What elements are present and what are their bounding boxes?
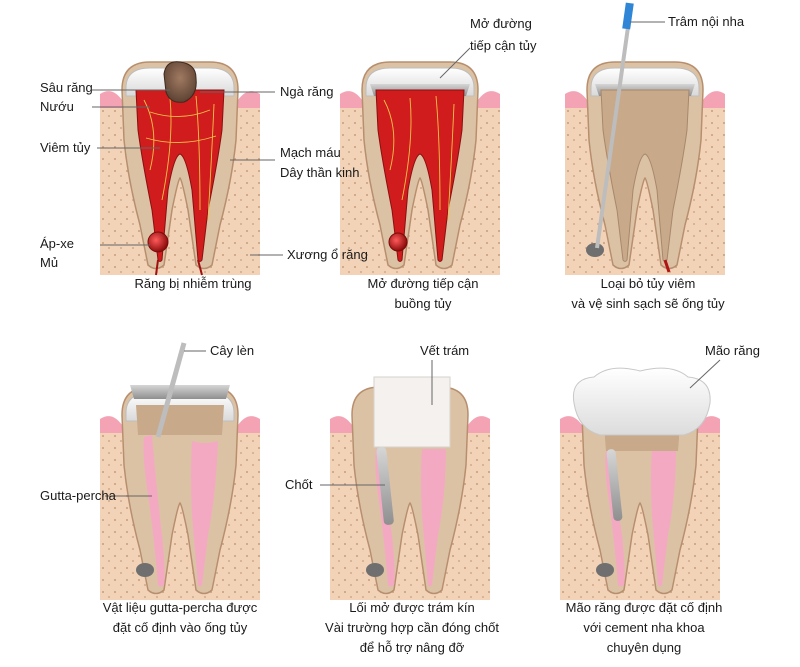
label-gutta-percha: Gutta-percha [40,488,116,503]
caption-step-5: Lối mở được trám kín Vài trường hợp cần … [292,598,532,658]
caption-step-4-line-2: đặt cố định vào ống tủy [112,620,248,635]
label-plugger: Cây lèn [210,343,255,358]
caption-step-4: Vật liệu gutta-percha được đặt cố định v… [60,598,300,638]
tooth-cleaning [565,2,725,275]
caption-step-1: Răng bị nhiễm trùng [73,274,313,294]
caption-step-2-line-1: Mở đường tiếp cận [367,276,479,291]
label-nerve: Dây thần kinh [280,165,360,180]
caption-step-6-line-3: chuyên dụng [606,640,682,655]
caption-step-6-line-1: Mão răng được đặt cố định [565,600,723,615]
caption-step-4-line-1: Vật liệu gutta-percha được [102,600,258,615]
caption-step-5-line-2: Vài trường hợp cần đóng chốt [325,620,499,635]
caption-step-3: Loại bỏ tủy viêm và vệ sinh sạch sẽ ống … [528,274,768,314]
label-decay: Sâu răng [40,80,93,95]
label-filling: Vết trám [420,343,470,358]
label-post: Chốt [285,477,313,492]
label-gum: Nướu [40,99,74,114]
tooth-crowned [560,367,720,600]
tooth-filled-post [330,376,490,600]
label-endo-file: Trâm nội nha [668,14,745,29]
label-access-line-2: tiếp cận tủy [470,38,537,53]
leader-lines [92,21,721,497]
label-vessel: Mạch máu [280,145,341,160]
label-pulpitis: Viêm tủy [40,140,91,155]
caption-step-3-line-1: Loại bỏ tủy viêm [600,276,696,291]
caption-step-6-line-2: với cement nha khoa [583,620,705,635]
label-pus: Mủ [40,255,59,270]
caption-step-2: Mở đường tiếp cận buồng tủy [303,274,543,314]
label-crown: Mão răng [705,343,760,358]
label-bone: Xương ổ răng [287,247,368,262]
label-dentin: Ngà răng [280,84,334,99]
caption-step-5-line-1: Lối mở được trám kín [349,600,475,615]
label-abscess: Áp-xe [40,236,74,251]
caption-step-1-line-1: Răng bị nhiễm trùng [134,276,252,291]
caption-step-6: Mão răng được đặt cố định với cement nha… [524,598,764,658]
tooth-infected [100,61,260,276]
label-access-line-1: Mở đường [470,16,532,31]
tooth-access-opened [340,61,500,275]
caption-step-5-line-3: để hỗ trợ nâng đỡ [359,640,465,655]
tooth-gutta-percha [100,342,260,600]
caption-step-3-line-2: và vệ sinh sạch sẽ ống tủy [571,296,725,311]
caption-step-2-line-2: buồng tủy [394,296,452,311]
